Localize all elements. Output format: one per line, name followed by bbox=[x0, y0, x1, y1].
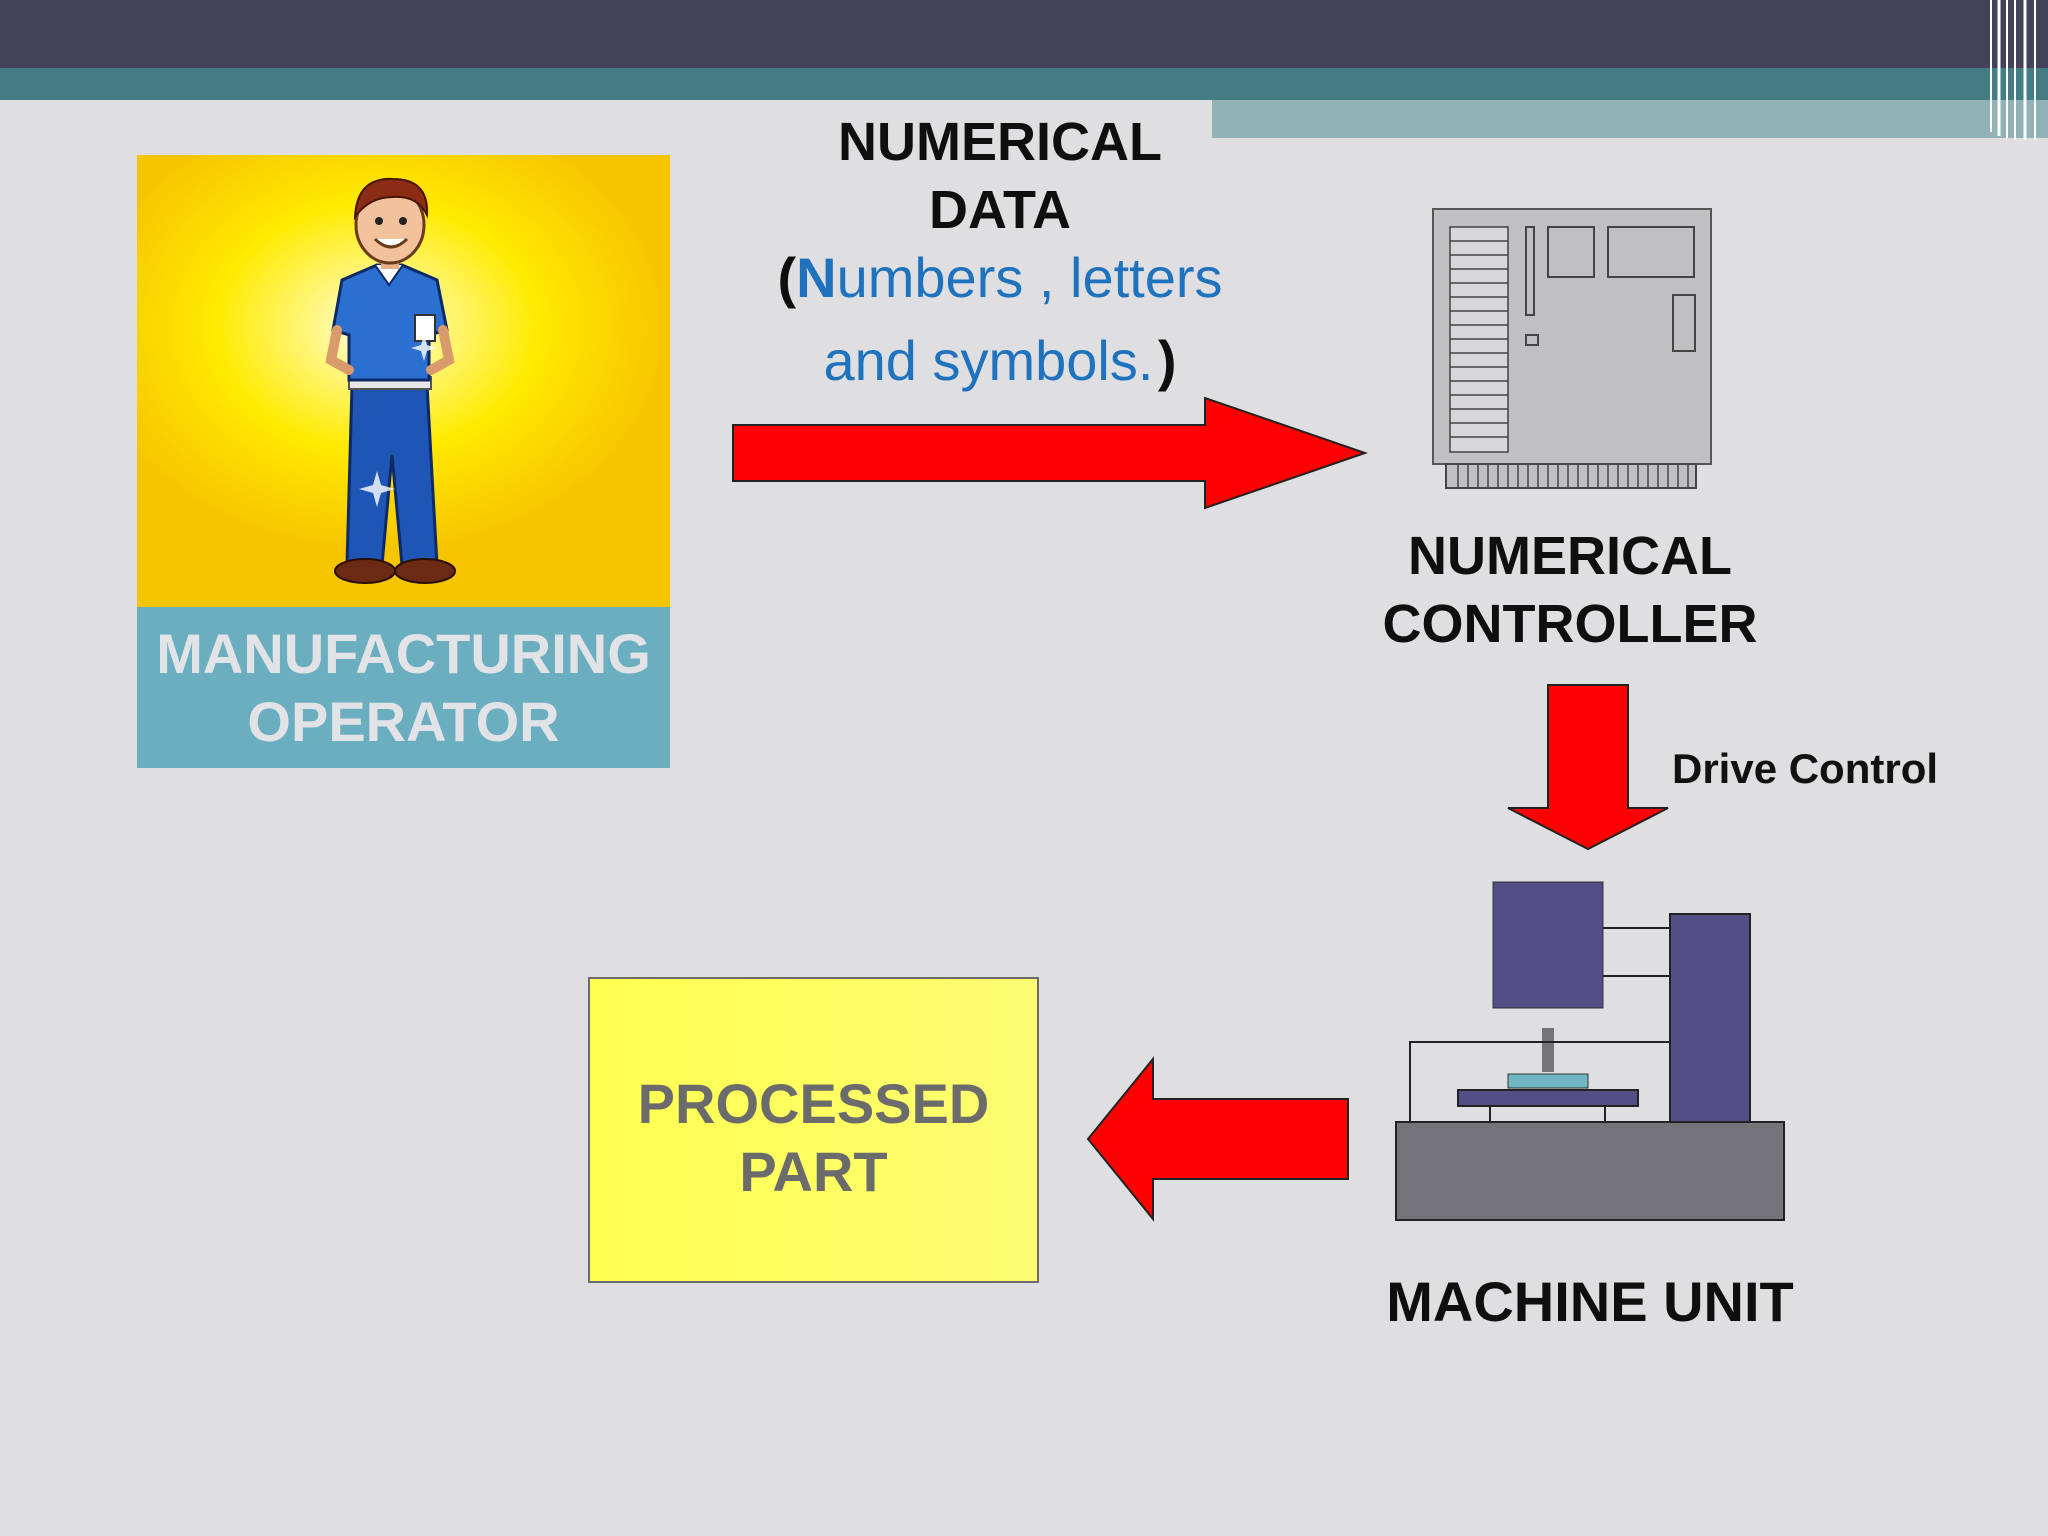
close-paren: ) bbox=[1157, 329, 1177, 392]
controller-label: NUMERICAL CONTROLLER bbox=[1320, 522, 1820, 658]
processed-part-box: PROCESSED PART bbox=[588, 977, 1039, 1283]
decorative-edge-lines bbox=[1990, 0, 2036, 140]
operator-person-icon bbox=[325, 177, 456, 584]
operator-label-line2: OPERATOR bbox=[247, 690, 560, 753]
arrow-right bbox=[732, 396, 1369, 510]
header-dark-band bbox=[0, 0, 2048, 68]
operator-card: MANUFACTURING OPERATOR bbox=[137, 155, 670, 768]
controller-label-line1: NUMERICAL bbox=[1408, 526, 1732, 586]
circuit-board-icon bbox=[1432, 208, 1712, 489]
numerical-data-line4: and symbols. bbox=[823, 329, 1154, 392]
controller-label-line2: CONTROLLER bbox=[1382, 594, 1758, 654]
arrow-left bbox=[1086, 1056, 1349, 1222]
processed-part-line2: PART bbox=[739, 1140, 888, 1203]
processed-part-line1: PROCESSED bbox=[637, 1072, 990, 1135]
operator-label-panel: MANUFACTURING OPERATOR bbox=[137, 607, 670, 768]
machine-tool-icon bbox=[1395, 881, 1785, 1221]
numerical-data-line1: NUMERICAL bbox=[838, 112, 1162, 172]
header-light-band bbox=[1212, 100, 2048, 138]
header-teal-band bbox=[0, 68, 2048, 100]
arrow-down bbox=[1507, 684, 1669, 851]
operator-illustration bbox=[137, 155, 670, 607]
open-paren: ( bbox=[777, 246, 797, 309]
drive-control-label: Drive Control bbox=[1672, 745, 1939, 792]
highlight-letter: N bbox=[796, 246, 837, 309]
operator-label-line1: MANUFACTURING bbox=[156, 622, 651, 685]
numerical-data-description: (Numbers , letters and symbols. ) bbox=[760, 244, 1240, 410]
numerical-data-line3: umbers , letters bbox=[836, 246, 1223, 309]
numerical-data-line2: DATA bbox=[929, 180, 1071, 240]
numerical-data-heading: NUMERICAL DATA bbox=[700, 108, 1300, 244]
machine-label: MACHINE UNIT bbox=[1386, 1270, 1794, 1333]
